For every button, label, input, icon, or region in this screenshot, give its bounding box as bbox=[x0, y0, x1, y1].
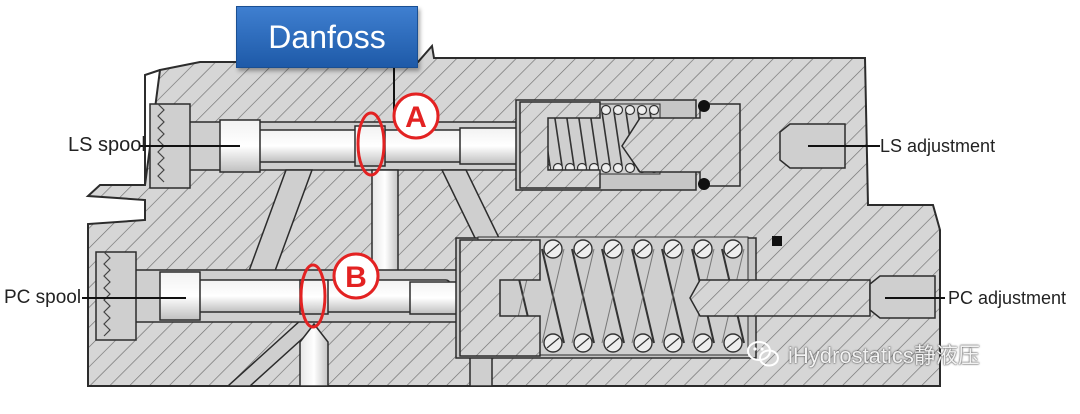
pc-seal bbox=[772, 236, 782, 246]
pc-plug bbox=[95, 251, 137, 341]
ls-plug-thread bbox=[157, 103, 165, 183]
ls-oring-bottom bbox=[698, 178, 710, 190]
marker-a-circle bbox=[392, 92, 440, 140]
pc-spool-land-1 bbox=[159, 271, 201, 321]
pc-spool-label: PC spool bbox=[4, 287, 82, 308]
marker-b-circle bbox=[332, 252, 380, 300]
ls-adjustment-label: LS adjustment bbox=[880, 136, 996, 156]
passage-3 bbox=[371, 169, 399, 283]
passage-5 bbox=[299, 322, 329, 387]
pc-plug-thread bbox=[103, 251, 111, 337]
marker-b-label: B bbox=[345, 261, 367, 294]
pc-adjustment-label: PC adjustment bbox=[948, 288, 1067, 308]
pc-spring-seat bbox=[459, 239, 541, 357]
ls-spool-label: LS spool bbox=[68, 134, 146, 156]
marker-b-ring bbox=[299, 263, 327, 329]
ls-adjust-screw bbox=[621, 103, 741, 187]
housing-detail bbox=[144, 69, 161, 185]
marker-a-ring bbox=[356, 111, 386, 177]
ls-spring-seat bbox=[519, 101, 601, 189]
pc-adjust-screw bbox=[689, 279, 871, 317]
marker-a-label: A bbox=[405, 101, 427, 134]
watermark-text: iHydrostatics静液压 bbox=[788, 343, 980, 368]
ls-oring-top bbox=[698, 100, 710, 112]
wechat-icon bbox=[747, 341, 779, 367]
watermark: iHydrostatics静液压 bbox=[746, 338, 980, 370]
brand-label: Danfoss bbox=[236, 6, 418, 68]
